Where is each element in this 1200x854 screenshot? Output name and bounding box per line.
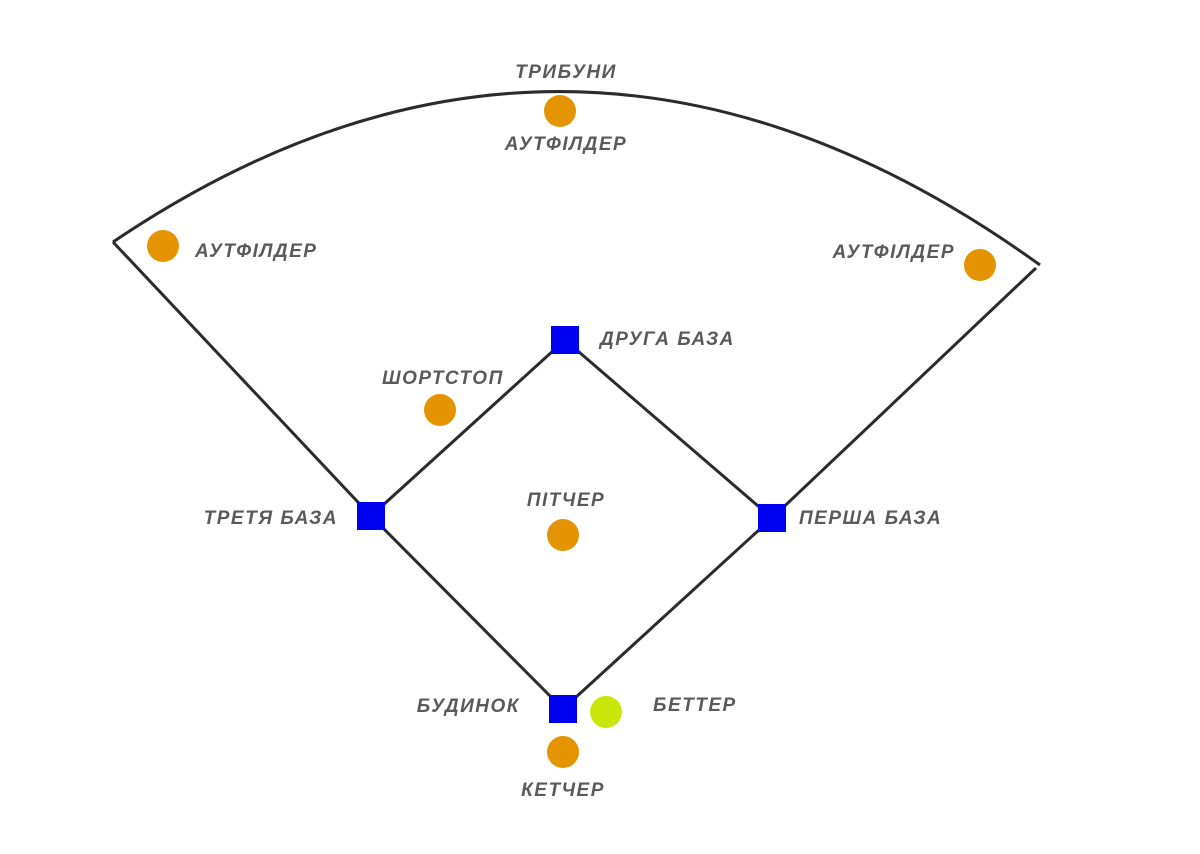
right-fielder-marker xyxy=(964,249,996,281)
shortstop-marker xyxy=(424,394,456,426)
pitcher-label: ПІТЧЕР xyxy=(527,490,605,511)
first-base xyxy=(758,504,786,532)
outfield-fence-arc xyxy=(112,90,1041,267)
left-fielder-marker xyxy=(147,230,179,262)
left-fielder-label: АУТФІЛДЕР xyxy=(194,241,317,262)
shortstop-label: ШОРТСТОП xyxy=(382,368,504,389)
pitcher-marker xyxy=(547,519,579,551)
catcher-marker xyxy=(547,736,579,768)
third-base xyxy=(357,502,385,530)
center-fielder-label: АУТФІЛДЕР xyxy=(504,134,627,155)
stands-label: ТРИБУНИ xyxy=(515,62,617,83)
first-base-label: ПЕРША БАЗА xyxy=(799,508,942,529)
center-fielder-marker xyxy=(544,95,576,127)
batter-marker xyxy=(590,696,622,728)
second-base-label: ДРУГА БАЗА xyxy=(598,329,735,350)
catcher-label: КЕТЧЕР xyxy=(521,780,605,801)
right-fielder-label: АУТФІЛДЕР xyxy=(832,242,955,263)
left-foul-line xyxy=(111,240,373,518)
second-base xyxy=(551,326,579,354)
home-label: БУДИНОК xyxy=(417,696,520,717)
right-foul-line xyxy=(770,266,1038,520)
batter-label: БЕТТЕР xyxy=(653,695,737,716)
third-base-label: ТРЕТЯ БАЗА xyxy=(204,508,338,529)
home-plate xyxy=(549,695,577,723)
